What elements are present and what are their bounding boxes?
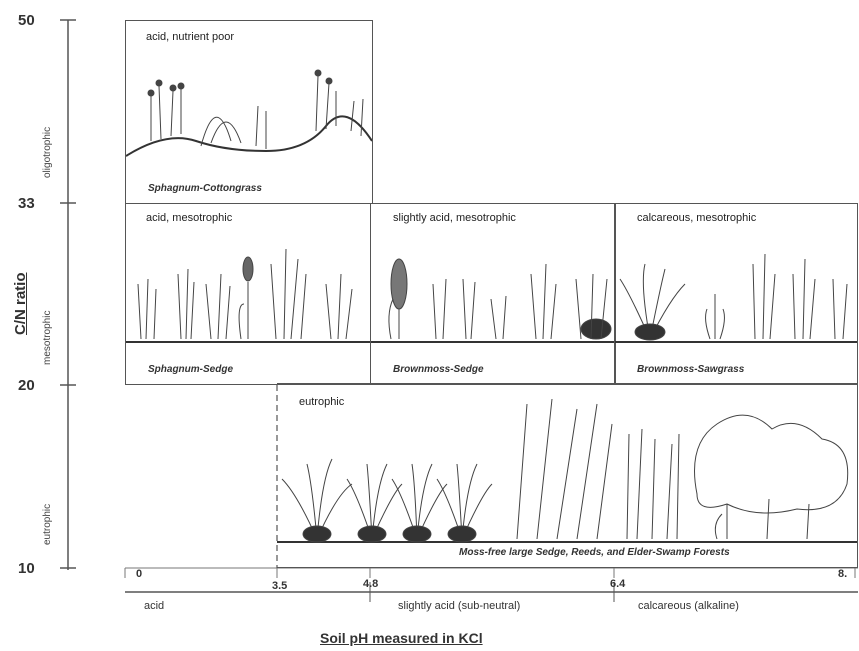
vegetation-sketch-icon [615,204,857,384]
y-tick-50: 50 [18,12,35,29]
box-name: Brownmoss-Sawgrass [637,364,744,375]
vegetation-sketch-icon [126,204,370,384]
vegetation-sketch-icon [277,384,857,568]
box-name: Brownmoss-Sedge [393,364,484,375]
box-eutrophic: eutrophic Moss-free large Sedge, Reeds, … [277,383,858,568]
zone-eutrophic: eutrophic [42,504,53,545]
vegetation-sketch-icon [126,21,372,201]
box-name: Moss-free large Sedge, Reeds, and Elder-… [459,547,730,558]
box-acid-mesotrophic: acid, mesotrophic Sphagnum-Sedge [125,203,371,385]
vegetation-sketch-icon [371,204,615,384]
y-tick-33: 33 [18,195,35,212]
y-axis-label: C/N ratio [12,272,29,335]
x-category-slightly-acid: slightly acid (sub-neutral) [398,600,520,612]
x-category-acid: acid [144,600,164,612]
x-tick-4.8: 4.8 [363,578,378,590]
zone-oligotrophic: oligotrophic [42,127,53,178]
box-name: Sphagnum-Cottongrass [148,183,262,194]
x-axis-label: Soil pH measured in KCl [320,630,483,646]
box-name: Sphagnum-Sedge [148,364,233,375]
zone-mesotrophic: mesotrophic [42,311,53,365]
y-tick-20: 20 [18,377,35,394]
box-calcareous-mesotrophic: calcareous, mesotrophic Brownmoss-Sawgra… [614,203,858,385]
box-slightly-acid-mesotrophic: slightly acid, mesotrophic Brownmoss-Sed… [370,203,616,385]
x-category-calcareous: calcareous (alkaline) [638,600,739,612]
y-tick-10: 10 [18,560,35,577]
x-tick-3.5: 3.5 [272,580,287,592]
x-tick-8: 8. [838,568,847,580]
x-tick-0: 0 [136,568,142,580]
box-acid-nutrient-poor: acid, nutrient poor Sphagnum-Cottongrass [125,20,373,204]
x-tick-6.4: 6.4 [610,578,625,590]
